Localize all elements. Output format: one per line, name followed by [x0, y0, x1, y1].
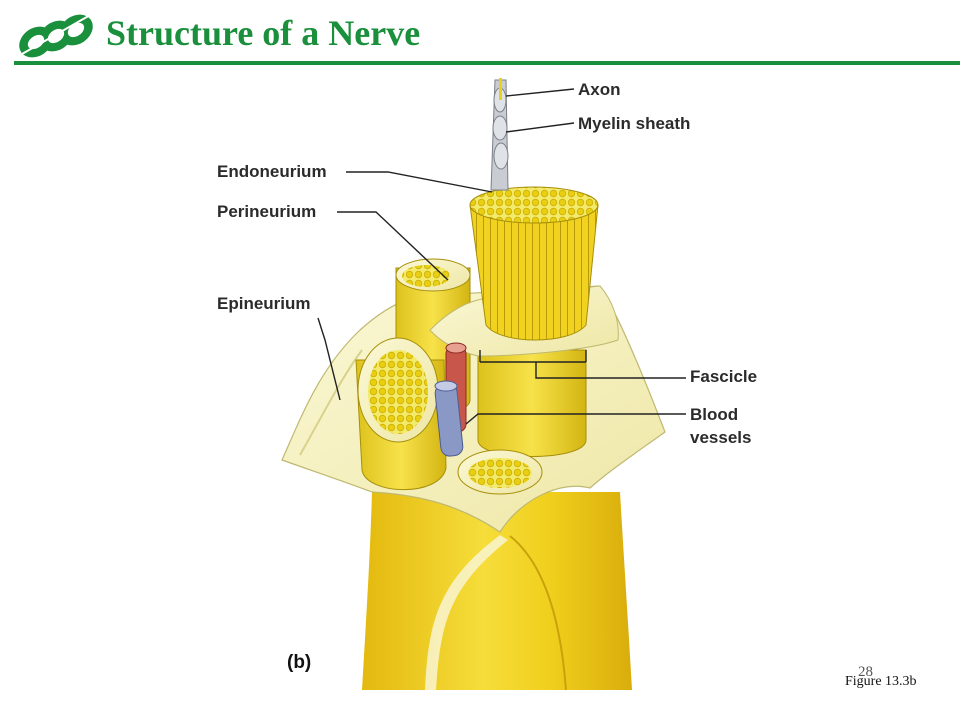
- myelin-sheath-label: Myelin sheath: [578, 114, 691, 133]
- nerve-fiber-bundle: [469, 186, 599, 341]
- endoneurium-label: Endoneurium: [217, 162, 327, 181]
- fascicle-label: Fascicle: [690, 367, 758, 386]
- vein: [434, 380, 464, 457]
- perineurium-label: Perineurium: [217, 202, 317, 221]
- fascicle-bottom: [457, 449, 543, 495]
- axon-with-myelin: [490, 78, 509, 191]
- figure-reference: Figure 13.3b: [845, 674, 917, 689]
- page-number: 28: [858, 664, 873, 680]
- blood-vessels-label-line1: Blood: [690, 405, 739, 424]
- title-divider: [14, 61, 960, 65]
- fascicle-left: [355, 337, 447, 491]
- epineurium-label: Epineurium: [217, 294, 311, 313]
- panel-letter: (b): [287, 652, 312, 673]
- blood-vessels-label-line2: vessels: [690, 428, 752, 447]
- axon-label: Axon: [578, 80, 621, 99]
- nerve-trunk: [362, 492, 632, 691]
- label-leader-lines: [317, 88, 686, 425]
- page-title: Structure of a Nerve: [106, 13, 421, 53]
- ccc-logo-icon: [19, 13, 93, 58]
